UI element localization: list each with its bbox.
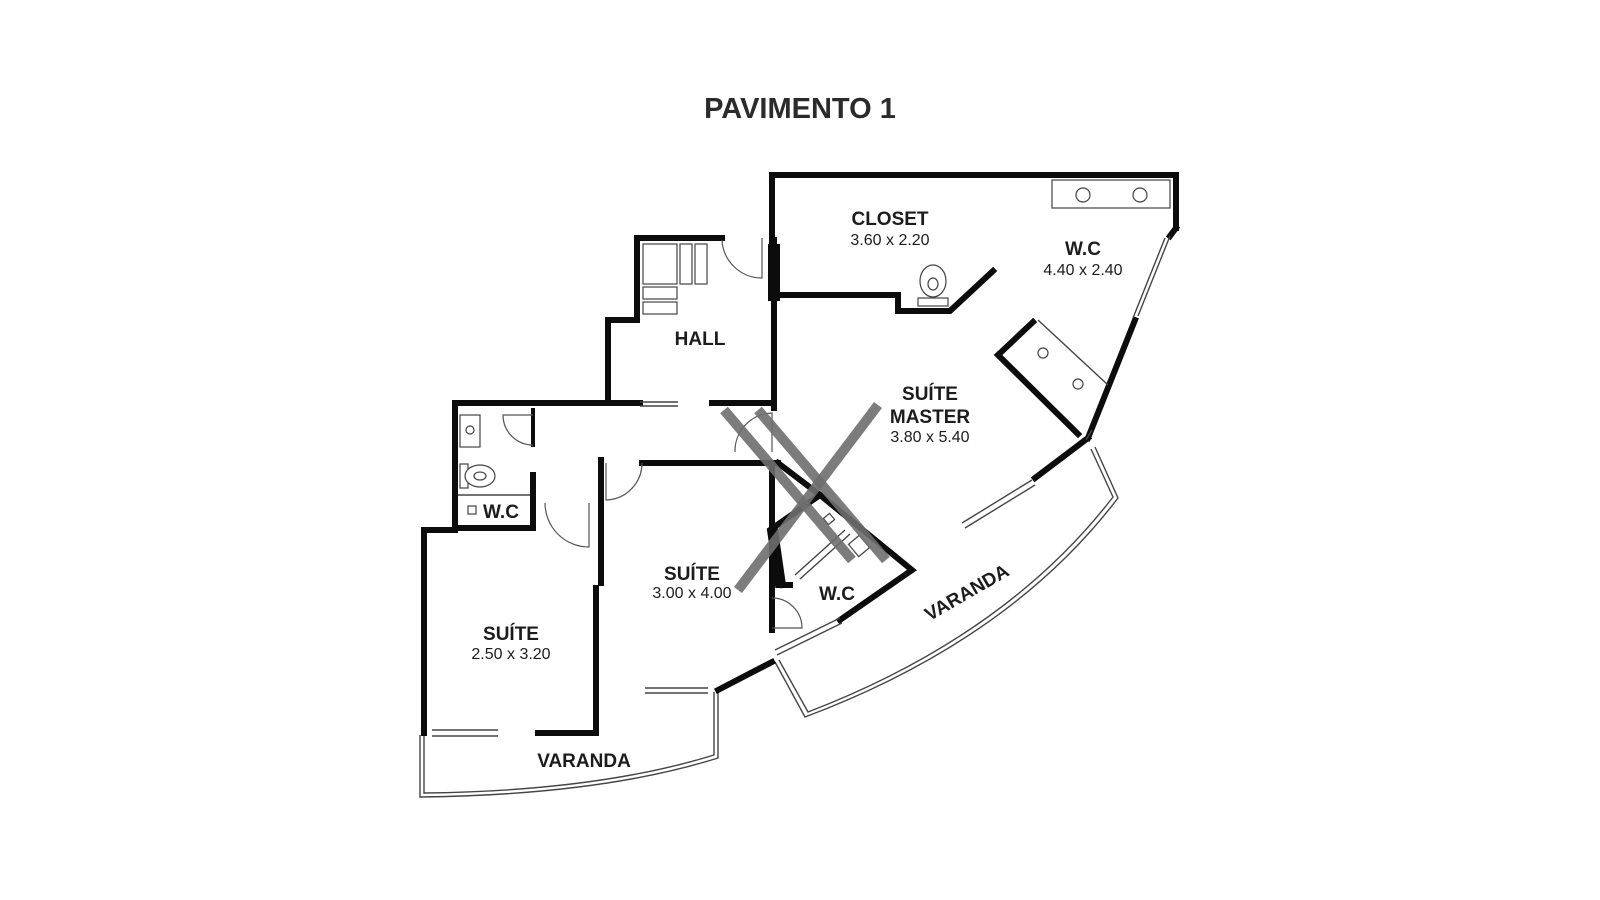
varanda-right-outline: [774, 446, 1119, 718]
door-hall: [721, 238, 763, 279]
door-suite-master: [734, 412, 773, 453]
sink-icon: [1132, 187, 1148, 203]
room-name-suite-master-line1: SUÍTE: [902, 383, 958, 405]
room-name-suite-middle: SUÍTE: [664, 563, 720, 585]
plan-title: PAVIMENTO 1: [704, 93, 896, 125]
shower-drain-icon: [1037, 347, 1049, 359]
shower-drain-icon: [1072, 378, 1084, 390]
room-name-suite-master-line2: MASTER: [890, 407, 971, 428]
toilet-icon: [917, 297, 949, 307]
room-name-closet: CLOSET: [851, 209, 928, 230]
watermark-logo: [720, 401, 890, 594]
sink-icon: [1075, 187, 1091, 203]
doors: [502, 238, 803, 629]
room-name-wc-small: W.C: [483, 502, 519, 523]
windows: [432, 235, 1171, 737]
room-dims-suite-left: 2.50 x 3.20: [471, 646, 550, 663]
room-name-varanda-right: VARANDA: [921, 561, 1013, 626]
room-dims-wc-master: 4.40 x 2.40: [1043, 262, 1122, 279]
room-name-wc-master: W.C: [1065, 239, 1101, 260]
room-name-suite-left: SUÍTE: [483, 623, 539, 645]
fixtures: [458, 179, 1171, 580]
room-dims-suite-master: 3.80 x 5.40: [890, 429, 969, 446]
door-wc-middle: [771, 597, 803, 629]
closet-shelf: [642, 243, 678, 285]
door-suite-left: [544, 502, 590, 548]
door-wc-small: [502, 414, 534, 446]
vanity-counter: [1051, 179, 1171, 209]
varanda-left-outline: [419, 690, 719, 798]
door-suite-middle: [605, 462, 643, 501]
room-dims-closet: 3.60 x 2.20: [850, 232, 929, 249]
room-dims-suite-middle: 3.00 x 4.00: [652, 585, 731, 602]
room-name-varanda-left: VARANDA: [537, 751, 631, 772]
balcony-outlines: [419, 446, 1119, 798]
room-name-wc-middle: W.C: [819, 584, 855, 605]
room-name-hall: HALL: [675, 329, 726, 350]
